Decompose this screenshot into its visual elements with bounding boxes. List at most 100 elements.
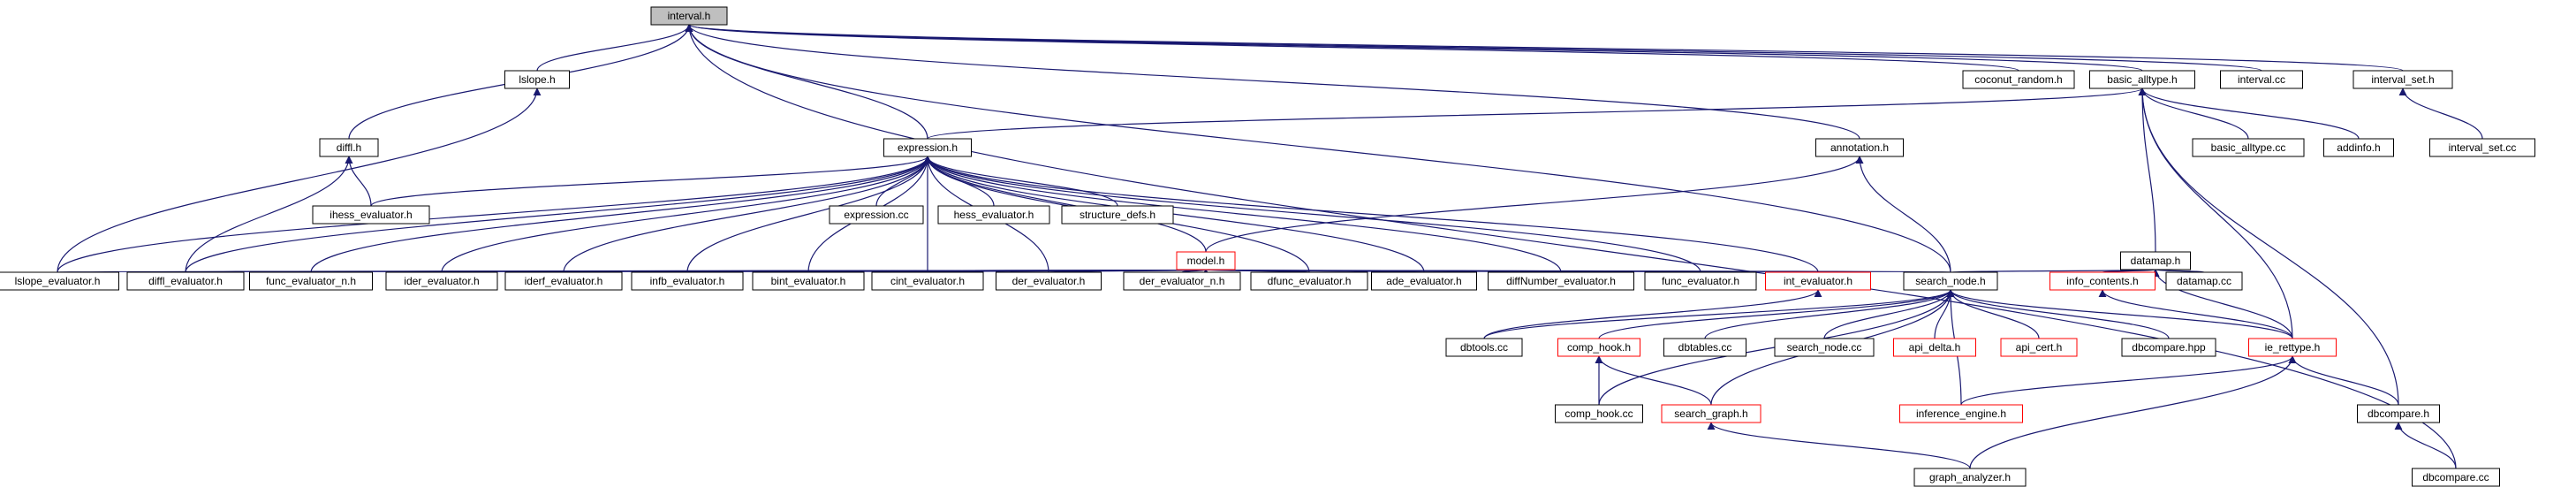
node-diffl-evaluator-h[interactable]: diffl_evaluator.h bbox=[126, 271, 245, 291]
node-box[interactable] bbox=[1123, 271, 1241, 291]
node-box[interactable] bbox=[2165, 271, 2243, 291]
node-der-evaluator-n-h[interactable]: der_evaluator_n.h bbox=[1123, 271, 1241, 291]
node-box[interactable] bbox=[1913, 468, 2027, 487]
node-interval-cc[interactable]: interval.cc bbox=[2220, 70, 2303, 89]
node-api-delta-h[interactable]: api_delta.h bbox=[1893, 338, 1976, 357]
node-box[interactable] bbox=[1644, 271, 1757, 291]
node-infb-evaluator-h[interactable]: infb_evaluator.h bbox=[631, 271, 744, 291]
node-basic-alltype-cc[interactable]: basic_alltype.cc bbox=[2192, 138, 2305, 157]
node-box[interactable] bbox=[0, 271, 119, 291]
node-box[interactable] bbox=[2412, 468, 2500, 487]
node-der-evaluator-h[interactable]: der_evaluator.h bbox=[996, 271, 1102, 291]
node-box[interactable] bbox=[1555, 404, 1643, 423]
node-info-contents-h[interactable]: info_contents.h bbox=[2049, 271, 2156, 291]
node-interval-set-cc[interactable]: interval_set.cc bbox=[2429, 138, 2535, 157]
node-box[interactable] bbox=[631, 271, 744, 291]
node-dbtools-cc[interactable]: dbtools.cc bbox=[1445, 338, 1523, 357]
node-box[interactable] bbox=[871, 271, 984, 291]
node-box[interactable] bbox=[504, 70, 570, 89]
node-diffl-h[interactable]: diffl.h bbox=[319, 138, 379, 157]
node-box[interactable] bbox=[2352, 70, 2453, 89]
node-dfunc-evaluator-h[interactable]: dfunc_evaluator.h bbox=[1250, 271, 1368, 291]
node-dbtables-cc[interactable]: dbtables.cc bbox=[1663, 338, 1746, 357]
node-box[interactable] bbox=[1176, 251, 1236, 270]
node-box[interactable] bbox=[1899, 404, 2023, 423]
node-box[interactable] bbox=[504, 271, 623, 291]
node-box[interactable] bbox=[1903, 271, 1998, 291]
node-comp-hook-cc[interactable]: comp_hook.cc bbox=[1555, 404, 1643, 423]
node-int-evaluator-h[interactable]: int_evaluator.h bbox=[1765, 271, 1871, 291]
node-ihess-evaluator-h[interactable]: ihess_evaluator.h bbox=[312, 205, 430, 225]
node-iderf-evaluator-h[interactable]: iderf_evaluator.h bbox=[504, 271, 623, 291]
node-box[interactable] bbox=[1815, 138, 1904, 157]
node-box[interactable] bbox=[1061, 205, 1174, 225]
node-box[interactable] bbox=[2120, 251, 2191, 270]
node-box[interactable] bbox=[829, 205, 924, 225]
node-box[interactable] bbox=[2429, 138, 2535, 157]
node-box[interactable] bbox=[752, 271, 865, 291]
node-model-h[interactable]: model.h bbox=[1176, 251, 1236, 270]
node-box[interactable] bbox=[2089, 70, 2195, 89]
node-box[interactable] bbox=[2121, 338, 2216, 357]
node-box[interactable] bbox=[2357, 404, 2440, 423]
node-dbcompare-h[interactable]: dbcompare.h bbox=[2357, 404, 2440, 423]
node-func-evaluator-h[interactable]: func_evaluator.h bbox=[1644, 271, 1757, 291]
node-box[interactable] bbox=[1488, 271, 1634, 291]
node-search-node-h[interactable]: search_node.h bbox=[1903, 271, 1998, 291]
node-interval-h[interactable]: interval.h bbox=[650, 6, 728, 26]
node-ider-evaluator-h[interactable]: ider_evaluator.h bbox=[385, 271, 498, 291]
node-comp-hook-h[interactable]: comp_hook.h bbox=[1557, 338, 1640, 357]
node-expression-h[interactable]: expression.h bbox=[883, 138, 972, 157]
node-annotation-h[interactable]: annotation.h bbox=[1815, 138, 1904, 157]
node-coconut-random-h[interactable]: coconut_random.h bbox=[1962, 70, 2075, 89]
node-box[interactable] bbox=[1774, 338, 1875, 357]
node-box[interactable] bbox=[385, 271, 498, 291]
node-search-graph-h[interactable]: search_graph.h bbox=[1661, 404, 1762, 423]
node-box[interactable] bbox=[1250, 271, 1368, 291]
node-api-cert-h[interactable]: api_cert.h bbox=[2000, 338, 2078, 357]
node-datamap-cc[interactable]: datamap.cc bbox=[2165, 271, 2243, 291]
node-box[interactable] bbox=[2000, 338, 2078, 357]
node-dbcompare-hpp[interactable]: dbcompare.hpp bbox=[2121, 338, 2216, 357]
node-bint-evaluator-h[interactable]: bint_evaluator.h bbox=[752, 271, 865, 291]
node-expression-cc[interactable]: expression.cc bbox=[829, 205, 924, 225]
node-box[interactable] bbox=[1765, 271, 1871, 291]
node-box[interactable] bbox=[2192, 138, 2305, 157]
node-graph-analyzer-h[interactable]: graph_analyzer.h bbox=[1913, 468, 2027, 487]
node-box[interactable] bbox=[126, 271, 245, 291]
node-hess-evaluator-h[interactable]: hess_evaluator.h bbox=[937, 205, 1050, 225]
node-basic-alltype-h[interactable]: basic_alltype.h bbox=[2089, 70, 2195, 89]
node-box[interactable] bbox=[312, 205, 430, 225]
node-box[interactable] bbox=[937, 205, 1050, 225]
node-box[interactable] bbox=[1661, 404, 1762, 423]
node-box[interactable] bbox=[883, 138, 972, 157]
node-box[interactable] bbox=[1557, 338, 1640, 357]
node-addinfo-h[interactable]: addinfo.h bbox=[2323, 138, 2394, 157]
node-func-evaluator-n-h[interactable]: func_evaluator_n.h bbox=[249, 271, 373, 291]
node-ie-rettype-h[interactable]: ie_rettype.h bbox=[2248, 338, 2337, 357]
node-interval-set-h[interactable]: interval_set.h bbox=[2352, 70, 2453, 89]
node-box[interactable] bbox=[1663, 338, 1746, 357]
node-diffnumber-evaluator-h[interactable]: diffNumber_evaluator.h bbox=[1488, 271, 1634, 291]
node-lslope-evaluator-h[interactable]: lslope_evaluator.h bbox=[0, 271, 119, 291]
node-box[interactable] bbox=[996, 271, 1102, 291]
node-datamap-h[interactable]: datamap.h bbox=[2120, 251, 2191, 270]
node-box[interactable] bbox=[2248, 338, 2337, 357]
node-box[interactable] bbox=[1893, 338, 1976, 357]
node-box[interactable] bbox=[2323, 138, 2394, 157]
node-search-node-cc[interactable]: search_node.cc bbox=[1774, 338, 1875, 357]
node-inference-engine-h[interactable]: inference_engine.h bbox=[1899, 404, 2023, 423]
node-box[interactable] bbox=[1371, 271, 1477, 291]
node-lslope-h[interactable]: lslope.h bbox=[504, 70, 570, 89]
node-box[interactable] bbox=[2049, 271, 2156, 291]
node-ade-evaluator-h[interactable]: ade_evaluator.h bbox=[1371, 271, 1477, 291]
node-box[interactable] bbox=[650, 6, 728, 26]
node-dbcompare-cc[interactable]: dbcompare.cc bbox=[2412, 468, 2500, 487]
node-structure-defs-h[interactable]: structure_defs.h bbox=[1061, 205, 1174, 225]
node-box[interactable] bbox=[319, 138, 379, 157]
node-cint-evaluator-h[interactable]: cint_evaluator.h bbox=[871, 271, 984, 291]
node-box[interactable] bbox=[1962, 70, 2075, 89]
node-box[interactable] bbox=[249, 271, 373, 291]
node-box[interactable] bbox=[1445, 338, 1523, 357]
node-box[interactable] bbox=[2220, 70, 2303, 89]
